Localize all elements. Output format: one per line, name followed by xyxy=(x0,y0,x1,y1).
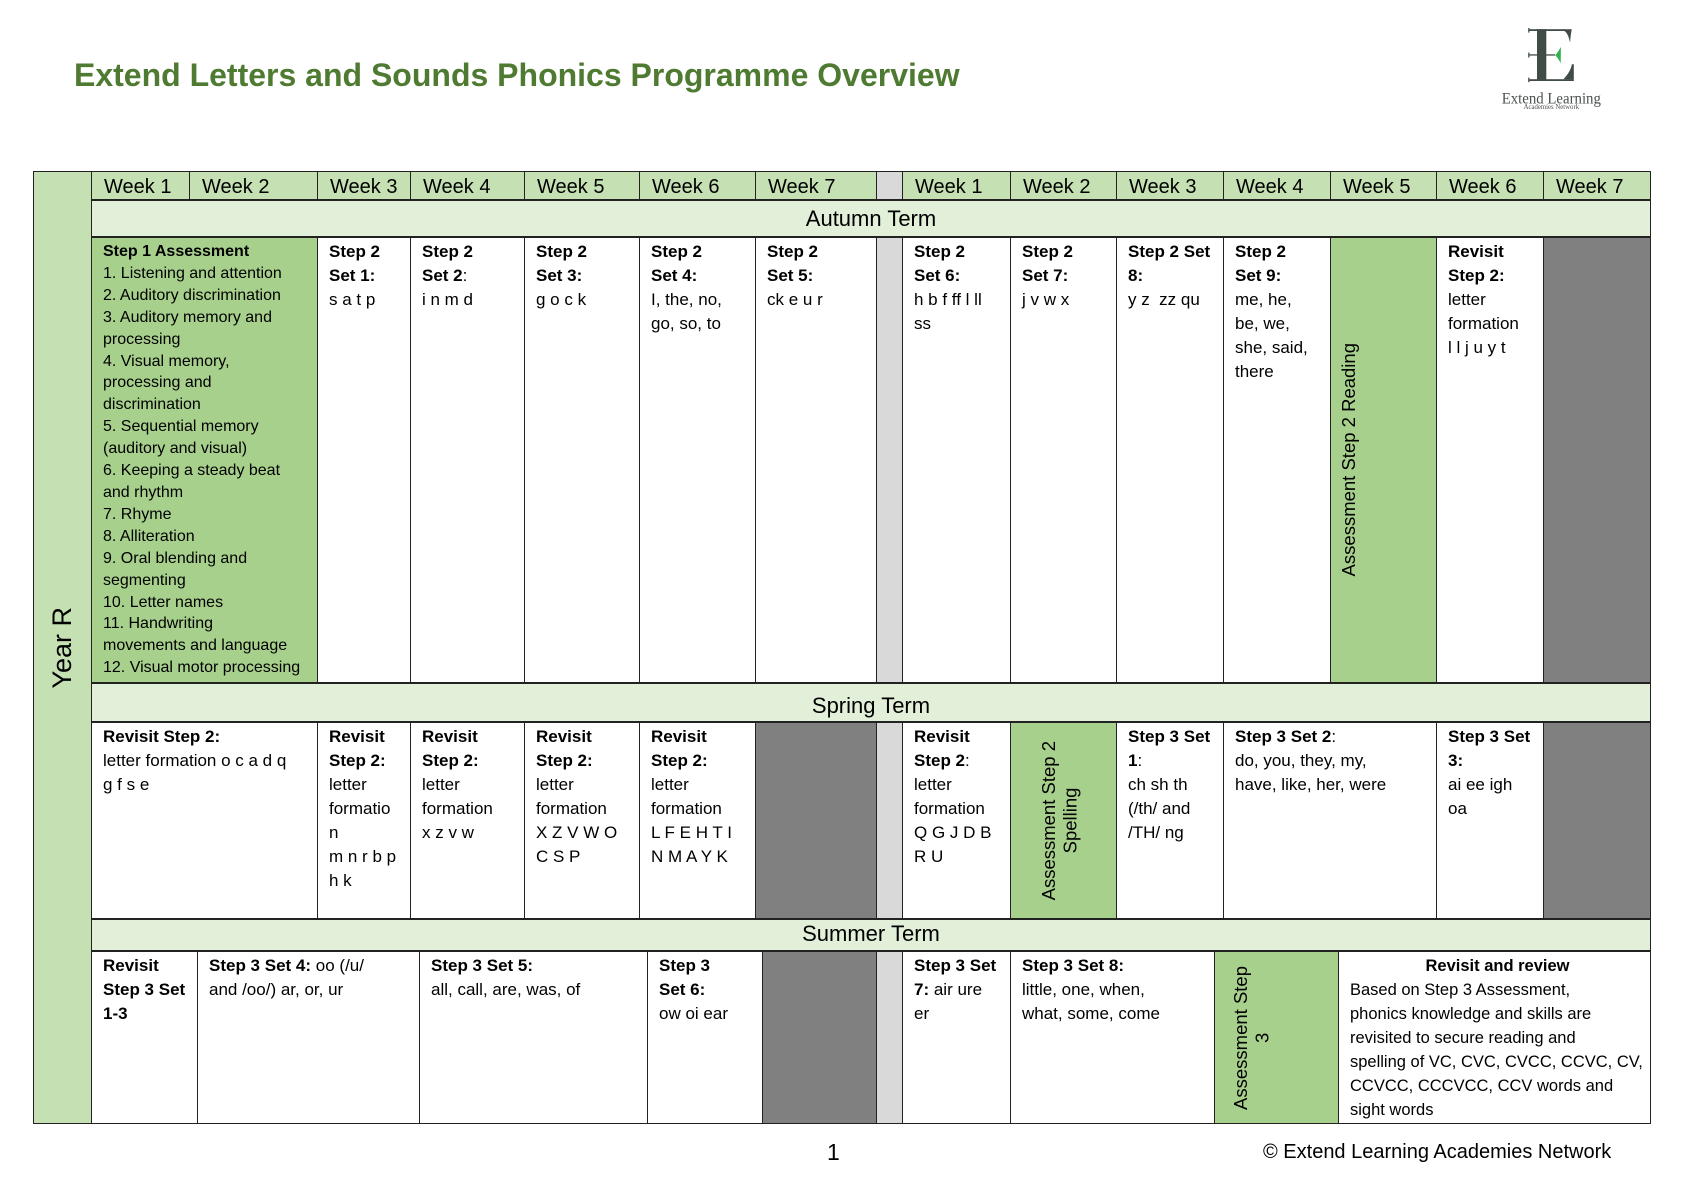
svg-text:Academies Network: Academies Network xyxy=(1524,102,1580,111)
svg-text:Extend Learning: Extend Learning xyxy=(1502,91,1601,108)
